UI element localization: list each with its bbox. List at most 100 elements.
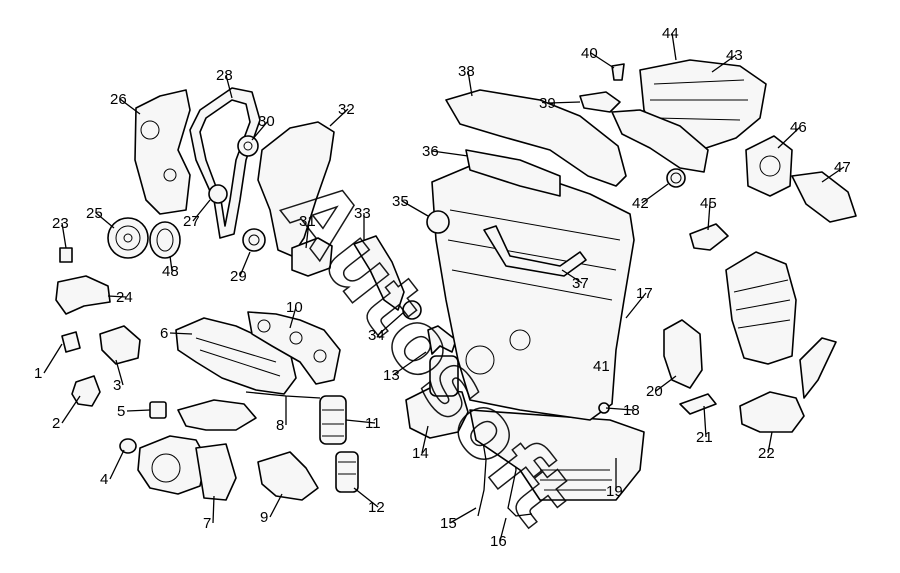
leader-line-10 xyxy=(289,306,297,329)
leader-line-9 xyxy=(269,493,283,518)
part-rear-timing-cover xyxy=(134,89,191,215)
part-crank-pulley xyxy=(107,217,149,259)
callout-label-6: 6 xyxy=(160,325,168,342)
callout-label-16: 16 xyxy=(490,533,507,550)
part-mount-bolt xyxy=(59,247,73,263)
callout-label-9: 9 xyxy=(260,509,268,526)
callout-label-8: 8 xyxy=(276,417,284,434)
part-cover-plate xyxy=(149,401,167,419)
leader-line-21 xyxy=(703,405,707,438)
callout-label-45: 45 xyxy=(700,195,717,212)
leader-line-48 xyxy=(169,255,173,272)
leader-line-7 xyxy=(212,495,215,524)
leader-line-37 xyxy=(561,269,583,284)
callout-label-24: 24 xyxy=(116,289,133,306)
part-oil-seal xyxy=(149,221,181,259)
callout-label-48: 48 xyxy=(162,263,179,280)
callout-label-14: 14 xyxy=(412,445,429,462)
leader-line-36 xyxy=(431,150,469,157)
leader-line-46 xyxy=(777,126,801,149)
leader-line-38 xyxy=(467,70,473,97)
part-engine-mount xyxy=(99,325,141,365)
part-thermostat-cover xyxy=(195,443,237,501)
part-front-timing-cover xyxy=(257,121,335,257)
part-o-ring xyxy=(402,300,422,320)
leader-line-31 xyxy=(305,220,310,249)
part-oil-filter xyxy=(319,395,347,445)
callout-label-40: 40 xyxy=(581,45,598,62)
callout-label-36: 36 xyxy=(422,143,439,160)
part-idle-valve xyxy=(689,223,729,251)
part-air-filter-box xyxy=(739,391,805,433)
part-bracket xyxy=(291,237,333,277)
leader-line-16 xyxy=(499,517,507,542)
callout-label-28: 28 xyxy=(216,67,233,84)
leader-line-20 xyxy=(655,375,677,392)
part-heat-shield xyxy=(175,317,297,395)
leader-line-43 xyxy=(711,54,737,73)
part-filter-element xyxy=(335,451,359,493)
callout-label-32: 32 xyxy=(338,101,355,118)
callout-label-31: 31 xyxy=(299,213,316,230)
callout-label-38: 38 xyxy=(458,63,475,80)
callout-label-4: 4 xyxy=(100,471,108,488)
leader-line-13 xyxy=(392,351,427,376)
callout-label-22: 22 xyxy=(758,445,775,462)
part-air-hose xyxy=(791,171,857,223)
part-vacuum-hose xyxy=(579,91,621,113)
callout-label-27: 27 xyxy=(183,213,200,230)
callout-label-43: 43 xyxy=(726,47,743,64)
part-alternator-bracket xyxy=(663,319,703,389)
callout-label-21: 21 xyxy=(696,429,713,446)
leader-line-27 xyxy=(192,199,211,222)
callout-label-34: 34 xyxy=(368,327,385,344)
part-sensor xyxy=(679,393,717,415)
leader-line-25 xyxy=(95,212,115,229)
callout-label-46: 46 xyxy=(790,119,807,136)
callout-label-26: 26 xyxy=(110,91,127,108)
callout-label-17: 17 xyxy=(636,285,653,302)
callout-label-13: 13 xyxy=(383,367,400,384)
leader-line-22 xyxy=(767,431,773,454)
callout-label-11: 11 xyxy=(365,415,381,432)
callout-label-3: 3 xyxy=(113,377,121,394)
leader-line-28 xyxy=(225,74,233,99)
leader-line-30 xyxy=(251,120,269,141)
part-throttle-seal xyxy=(666,168,686,188)
leader-line-17 xyxy=(625,292,647,319)
leader-line-34 xyxy=(377,311,405,336)
part-oil-pump xyxy=(257,451,319,501)
callout-label-1: 1 xyxy=(34,365,42,382)
part-manifold-gasket xyxy=(247,311,341,385)
leader-line-6 xyxy=(169,332,193,335)
leader-line-39 xyxy=(548,101,581,104)
part-oil-pan xyxy=(469,409,645,501)
callout-label-12: 12 xyxy=(368,499,385,516)
leader-line-32 xyxy=(329,108,349,127)
callout-label-39: 39 xyxy=(539,95,556,112)
callout-label-15: 15 xyxy=(440,515,457,532)
callout-label-37: 37 xyxy=(572,275,589,292)
leader-line-26 xyxy=(119,98,141,115)
leader-line-15 xyxy=(449,507,477,524)
callout-label-44: 44 xyxy=(662,25,679,42)
callout-label-29: 29 xyxy=(230,268,247,285)
callout-label-42: 42 xyxy=(632,195,649,212)
leader-line-18 xyxy=(605,407,634,411)
part-small-bracket xyxy=(61,331,81,353)
callout-label-30: 30 xyxy=(258,113,275,130)
callout-label-20: 20 xyxy=(646,383,663,400)
leader-line-3 xyxy=(115,359,124,386)
callout-label-35: 35 xyxy=(392,193,409,210)
part-coolant-pipe xyxy=(177,399,257,431)
part-map-sensor xyxy=(611,63,625,81)
leader-line-24 xyxy=(107,295,127,298)
leader-line-45 xyxy=(707,202,711,231)
part-oil-filler-cap xyxy=(426,210,450,234)
part-belt-tensioner xyxy=(237,135,259,157)
leader-line-47 xyxy=(821,166,845,183)
callout-label-18: 18 xyxy=(623,402,640,419)
leader-line-40 xyxy=(590,52,615,69)
